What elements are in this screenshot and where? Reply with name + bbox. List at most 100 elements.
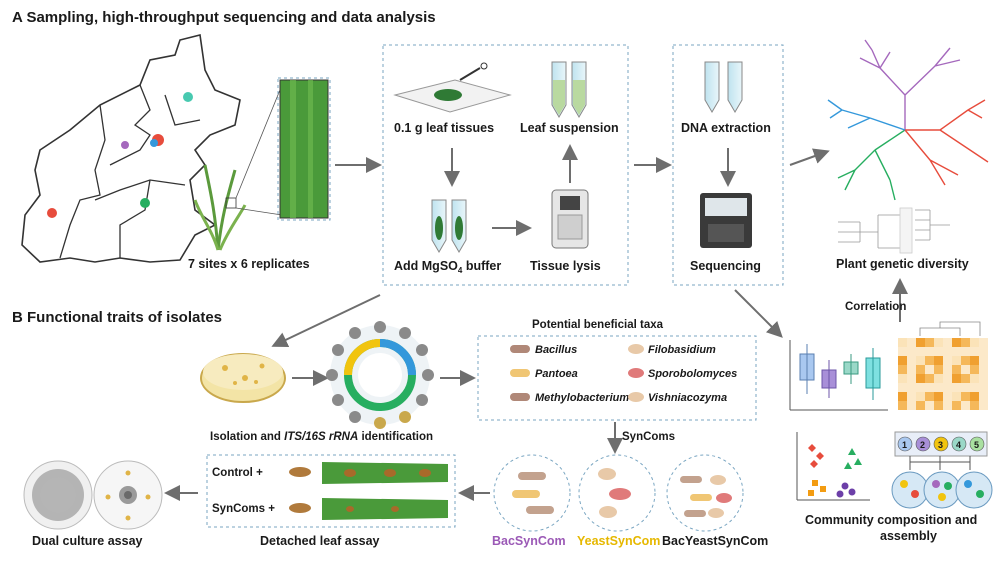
heatmap-cell: [925, 383, 934, 392]
heatmap-cell: [925, 401, 934, 410]
heatmap-cell: [925, 374, 934, 383]
syncoms-plus-label: SynComs +: [212, 503, 275, 515]
taxon-label: Methylobacterium: [535, 392, 629, 404]
community-label-1: Community composition and: [805, 513, 977, 527]
leaf-tissues-label: 0.1 g leaf tissues: [394, 121, 494, 135]
network-node-label: 3: [938, 440, 943, 450]
heatmap-cell: [943, 401, 952, 410]
heatmap-cell: [952, 356, 961, 365]
heatmap-cell: [952, 383, 961, 392]
site-marker: [47, 208, 57, 218]
taxon-label: Filobasidium: [648, 344, 716, 356]
bacterium-icon: [510, 369, 530, 377]
heatmap-cell: [898, 365, 907, 374]
heatmap-cell: [979, 356, 988, 365]
heatmap-cell: [898, 338, 907, 347]
suspension-tubes-icon: [551, 61, 587, 118]
heatmap-cell: [898, 356, 907, 365]
heatmap-cell: [907, 401, 916, 410]
heatmap-cell: [934, 338, 943, 347]
sequencing-label: Sequencing: [690, 259, 761, 273]
site-marker: [140, 198, 150, 208]
sequencer-icon: [700, 193, 752, 248]
heatmap-cell: [970, 401, 979, 410]
site-marker: [150, 139, 158, 147]
heatmap-cell: [907, 365, 916, 374]
bacyeast-syncom-label: BacYeastSynCom: [662, 534, 768, 548]
treated-leaf: [322, 498, 448, 520]
heatmap-cell: [907, 383, 916, 392]
heatmap-cell: [916, 365, 925, 374]
heatmap-cell: [943, 365, 952, 374]
heatmap-cell: [961, 356, 970, 365]
heatmap-cell: [979, 392, 988, 401]
heatmap-cell: [916, 338, 925, 347]
heatmap-cell: [934, 383, 943, 392]
heatmap-cell: [925, 338, 934, 347]
heatmap-cell: [952, 401, 961, 410]
sequencing-box: [672, 44, 784, 286]
network-node-label: 2: [920, 440, 925, 450]
taxon-label: Bacillus: [535, 344, 577, 356]
heatmap-cell: [925, 347, 934, 356]
sampling-map: [21, 34, 241, 263]
yeast-syncom-circle: [578, 454, 656, 532]
heatmap-cell: [961, 401, 970, 410]
dual-culture-label: Dual culture assay: [32, 534, 143, 548]
heatmap-cell: [952, 338, 961, 347]
heatmap-cell: [925, 392, 934, 401]
taxon-label: Sporobolomyces: [648, 368, 737, 380]
heatmap-cell: [934, 392, 943, 401]
sample-processing-box: [382, 44, 629, 286]
taxon-label: Pantoea: [535, 368, 578, 380]
heatmap-cell: [970, 338, 979, 347]
leaf-tissue-icon: [393, 62, 512, 113]
heatmap-cell: [916, 347, 925, 356]
leaf-closeup-image: [279, 79, 329, 219]
wheat-plant-icon: [193, 164, 247, 251]
heatmap-cell: [979, 383, 988, 392]
heatmap-cell: [934, 347, 943, 356]
correlation-label: Correlation: [845, 301, 906, 313]
network-node: [915, 436, 931, 452]
community-label-2: assembly: [880, 529, 937, 543]
network-node: [897, 436, 913, 452]
bacterium-icon: [510, 345, 530, 353]
heatmap-cell: [916, 392, 925, 401]
yeast-icon: [628, 344, 644, 354]
panel-a-title: A Sampling, high-throughput sequencing a…: [12, 9, 436, 26]
heatmap-cell: [979, 374, 988, 383]
mgso4-buffer-label: Add MgSO4 buffer: [394, 259, 501, 275]
heatmap-cell: [934, 365, 943, 374]
detached-leaf-label: Detached leaf assay: [260, 534, 380, 548]
pathogen-icon: [289, 503, 311, 513]
network-node-label: 1: [902, 440, 907, 450]
heatmap-cell: [934, 356, 943, 365]
heatmap-cell: [979, 401, 988, 410]
heatmap-cell: [970, 365, 979, 374]
heatmap-cell: [907, 338, 916, 347]
panel-b-title: B Functional traits of isolates: [12, 309, 222, 326]
heatmap-cell: [943, 383, 952, 392]
heatmap-cell: [907, 356, 916, 365]
network-node: [951, 436, 967, 452]
heatmap-cell: [898, 347, 907, 356]
taxa-title: Potential beneficial taxa: [532, 319, 664, 331]
heatmap-cell: [934, 374, 943, 383]
heatmap-cell: [970, 383, 979, 392]
detached-leaf-box: [206, 454, 456, 528]
heatmap-cell: [907, 374, 916, 383]
heatmap-cell: [961, 374, 970, 383]
heatmap-cell: [934, 401, 943, 410]
bacyeast-syncom-circle: [666, 454, 744, 532]
heatmap-cell: [916, 356, 925, 365]
leaf-suspension-label: Leaf suspension: [520, 121, 619, 135]
yeast-icon: [628, 368, 644, 378]
heatmap-cell: [907, 347, 916, 356]
dna-extraction-label: DNA extraction: [681, 121, 771, 135]
heatmap-cell: [943, 356, 952, 365]
